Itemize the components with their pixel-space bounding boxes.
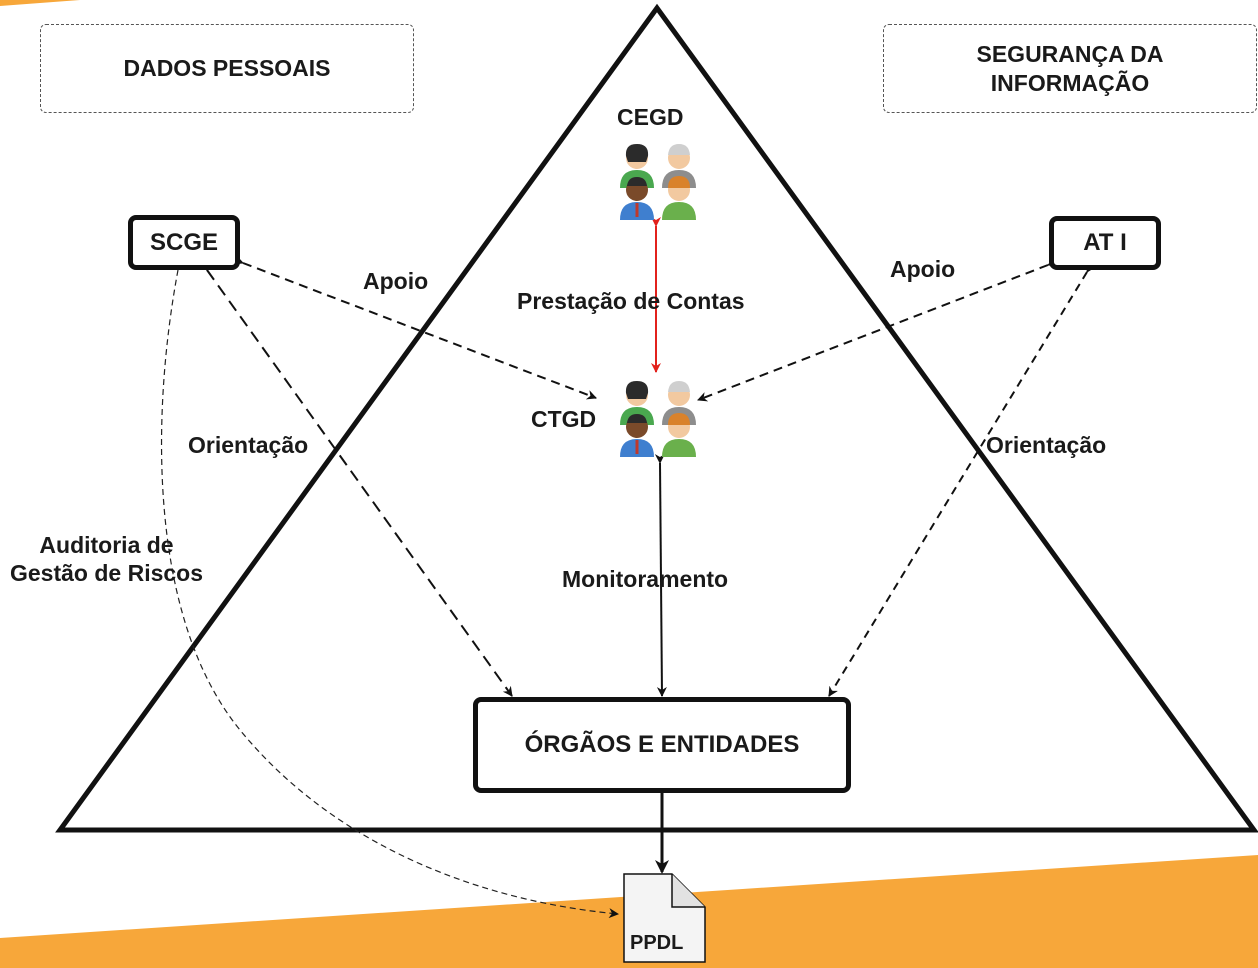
auditoria-label: Auditoria de Gestão de Riscos	[10, 532, 203, 587]
orientacao-right-arrow	[828, 261, 1096, 697]
apoio-right-arrow	[697, 257, 1059, 402]
document-icon	[623, 873, 706, 963]
orientacao-left-label: Orientação	[188, 432, 309, 458]
scge-label: SCGE	[149, 228, 218, 256]
auditoria-label-line1: Auditoria de	[39, 532, 174, 558]
orientacao-right-label: Orientação	[986, 432, 1107, 458]
apoio-right-label: Apoio	[890, 256, 956, 282]
orgaos-entidades-box[interactable]: ÓRGÃOS E ENTIDADES	[473, 697, 851, 793]
ati-box[interactable]: AT I	[1049, 216, 1161, 270]
people-group-icon	[620, 144, 696, 220]
seguranca-label-line2: INFORMAÇÃO	[990, 69, 1150, 96]
monitoramento-label: Monitoramento	[562, 566, 729, 592]
orientacao-left-arrow	[197, 259, 513, 697]
dados-pessoais-label: DADOS PESSOAIS	[123, 55, 331, 82]
apoio-left-label: Apoio	[363, 268, 429, 294]
seguranca-label-line1: SEGURANÇA DA	[976, 40, 1164, 67]
ppdl-label: PPDL	[630, 932, 684, 954]
auditoria-label-line2: Gestão de Riscos	[10, 559, 204, 586]
cegd-label: CEGD	[617, 104, 684, 130]
scge-box[interactable]: SCGE	[128, 215, 240, 270]
dados-pessoais-box: DADOS PESSOAIS	[40, 24, 414, 113]
orgaos-entidades-label: ÓRGÃOS E ENTIDADES	[524, 731, 800, 758]
ati-label: AT I	[1083, 229, 1127, 256]
orange-corner-accent	[0, 0, 80, 6]
prestacao-contas-label: Prestação de Contas	[517, 288, 745, 314]
seguranca-informacao-box: SEGURANÇA DA INFORMAÇÃO	[883, 24, 1257, 113]
monitoramento-arrow	[654, 453, 667, 697]
people-group-icon	[620, 381, 696, 457]
ctgd-label: CTGD	[531, 406, 597, 432]
auditoria-arrow	[160, 269, 619, 919]
